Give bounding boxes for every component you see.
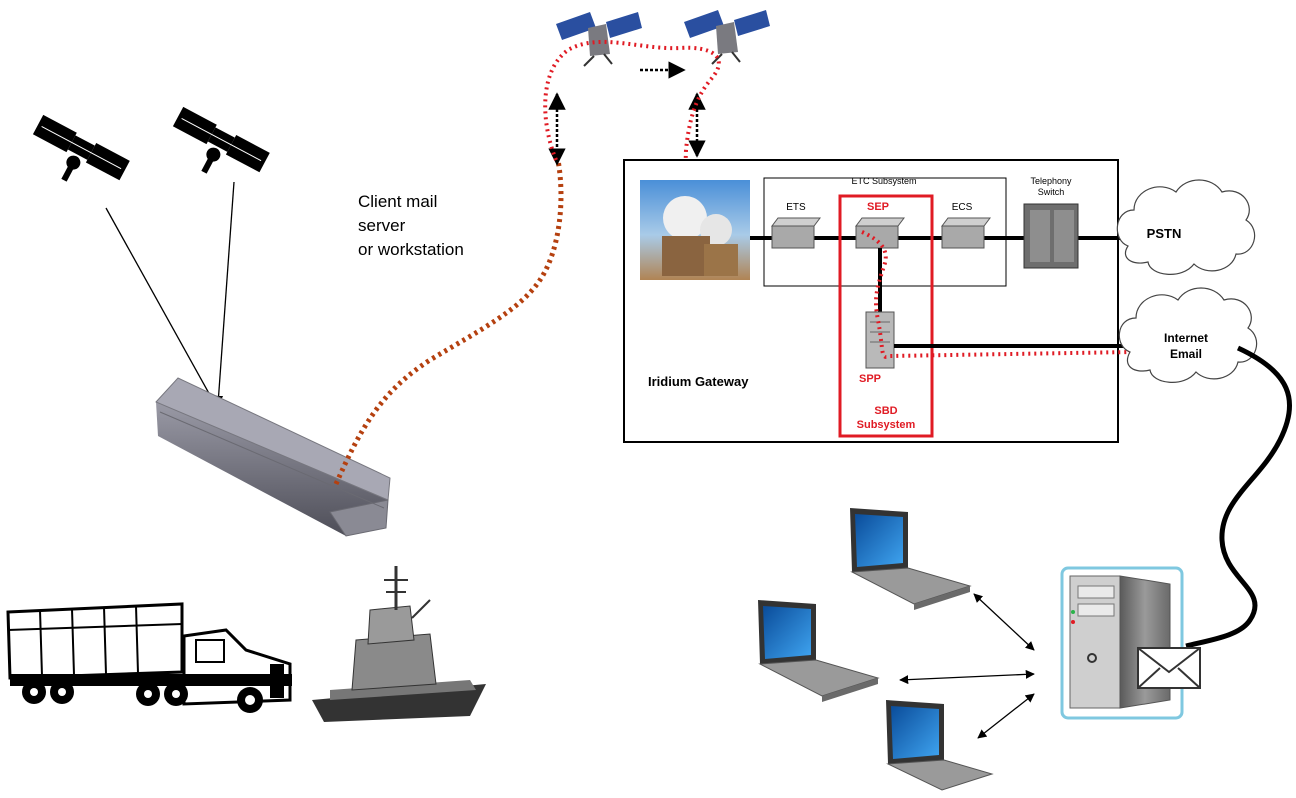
satellite-icon: [172, 106, 270, 174]
ground-station-photo: [640, 180, 750, 280]
sbd-label-line1: SBD: [874, 405, 897, 417]
internet-server-cable: [1185, 345, 1293, 649]
sbd-subsystem-box: [838, 194, 934, 438]
lan-arrow: [899, 669, 1035, 685]
downlink-arrow: [105, 207, 217, 407]
iridium-gateway-label: Iridium Gateway: [648, 374, 749, 389]
laptop-icon: [850, 508, 972, 610]
satellite-icon: [32, 114, 130, 182]
truck-icon: [6, 602, 292, 713]
client-label-line3: or workstation: [358, 240, 464, 259]
spp-label: SPP: [859, 373, 881, 385]
telephony-label-line2: Switch: [1038, 187, 1065, 197]
sbd-modem: [155, 377, 391, 537]
ecs-label: ECS: [952, 202, 973, 213]
sbd-label-line2: Subsystem: [857, 419, 916, 431]
ets-unit: [771, 217, 821, 249]
sbd-route-path: [861, 230, 1133, 359]
ship-icon: [312, 566, 486, 722]
laptop-icon: [886, 700, 994, 791]
sep-unit: [855, 217, 905, 249]
internet-cloud: [1118, 287, 1258, 383]
internet-label-line1: Internet: [1164, 331, 1208, 345]
client-label-line2: server: [358, 216, 406, 235]
laptop-icon: [758, 600, 880, 702]
mail-server: [1060, 566, 1184, 720]
internet-label-line2: Email: [1170, 347, 1202, 361]
ets-label: ETS: [786, 202, 806, 213]
sep-label: SEP: [867, 201, 889, 213]
ecs-unit: [941, 217, 991, 249]
client-label-line1: Client mail: [358, 192, 438, 211]
lan-arrow: [973, 593, 1035, 651]
client-mail-label: Client mail server or workstation: [358, 190, 528, 262]
etc-subsystem-label: ETC Subsystem: [851, 176, 916, 186]
satellite-icon: [684, 10, 770, 65]
envelope-icon: [1137, 647, 1201, 689]
satellite-icon: [556, 12, 642, 67]
lan-arrow: [977, 693, 1035, 739]
etc-subsystem-box: [763, 177, 1007, 287]
telephony-label-line1: Telephony: [1030, 176, 1072, 186]
pstn-label: PSTN: [1147, 226, 1182, 241]
downlink-arrow: [214, 181, 235, 405]
pstn-cloud: [1116, 179, 1256, 275]
telephony-switch: [1023, 203, 1079, 269]
